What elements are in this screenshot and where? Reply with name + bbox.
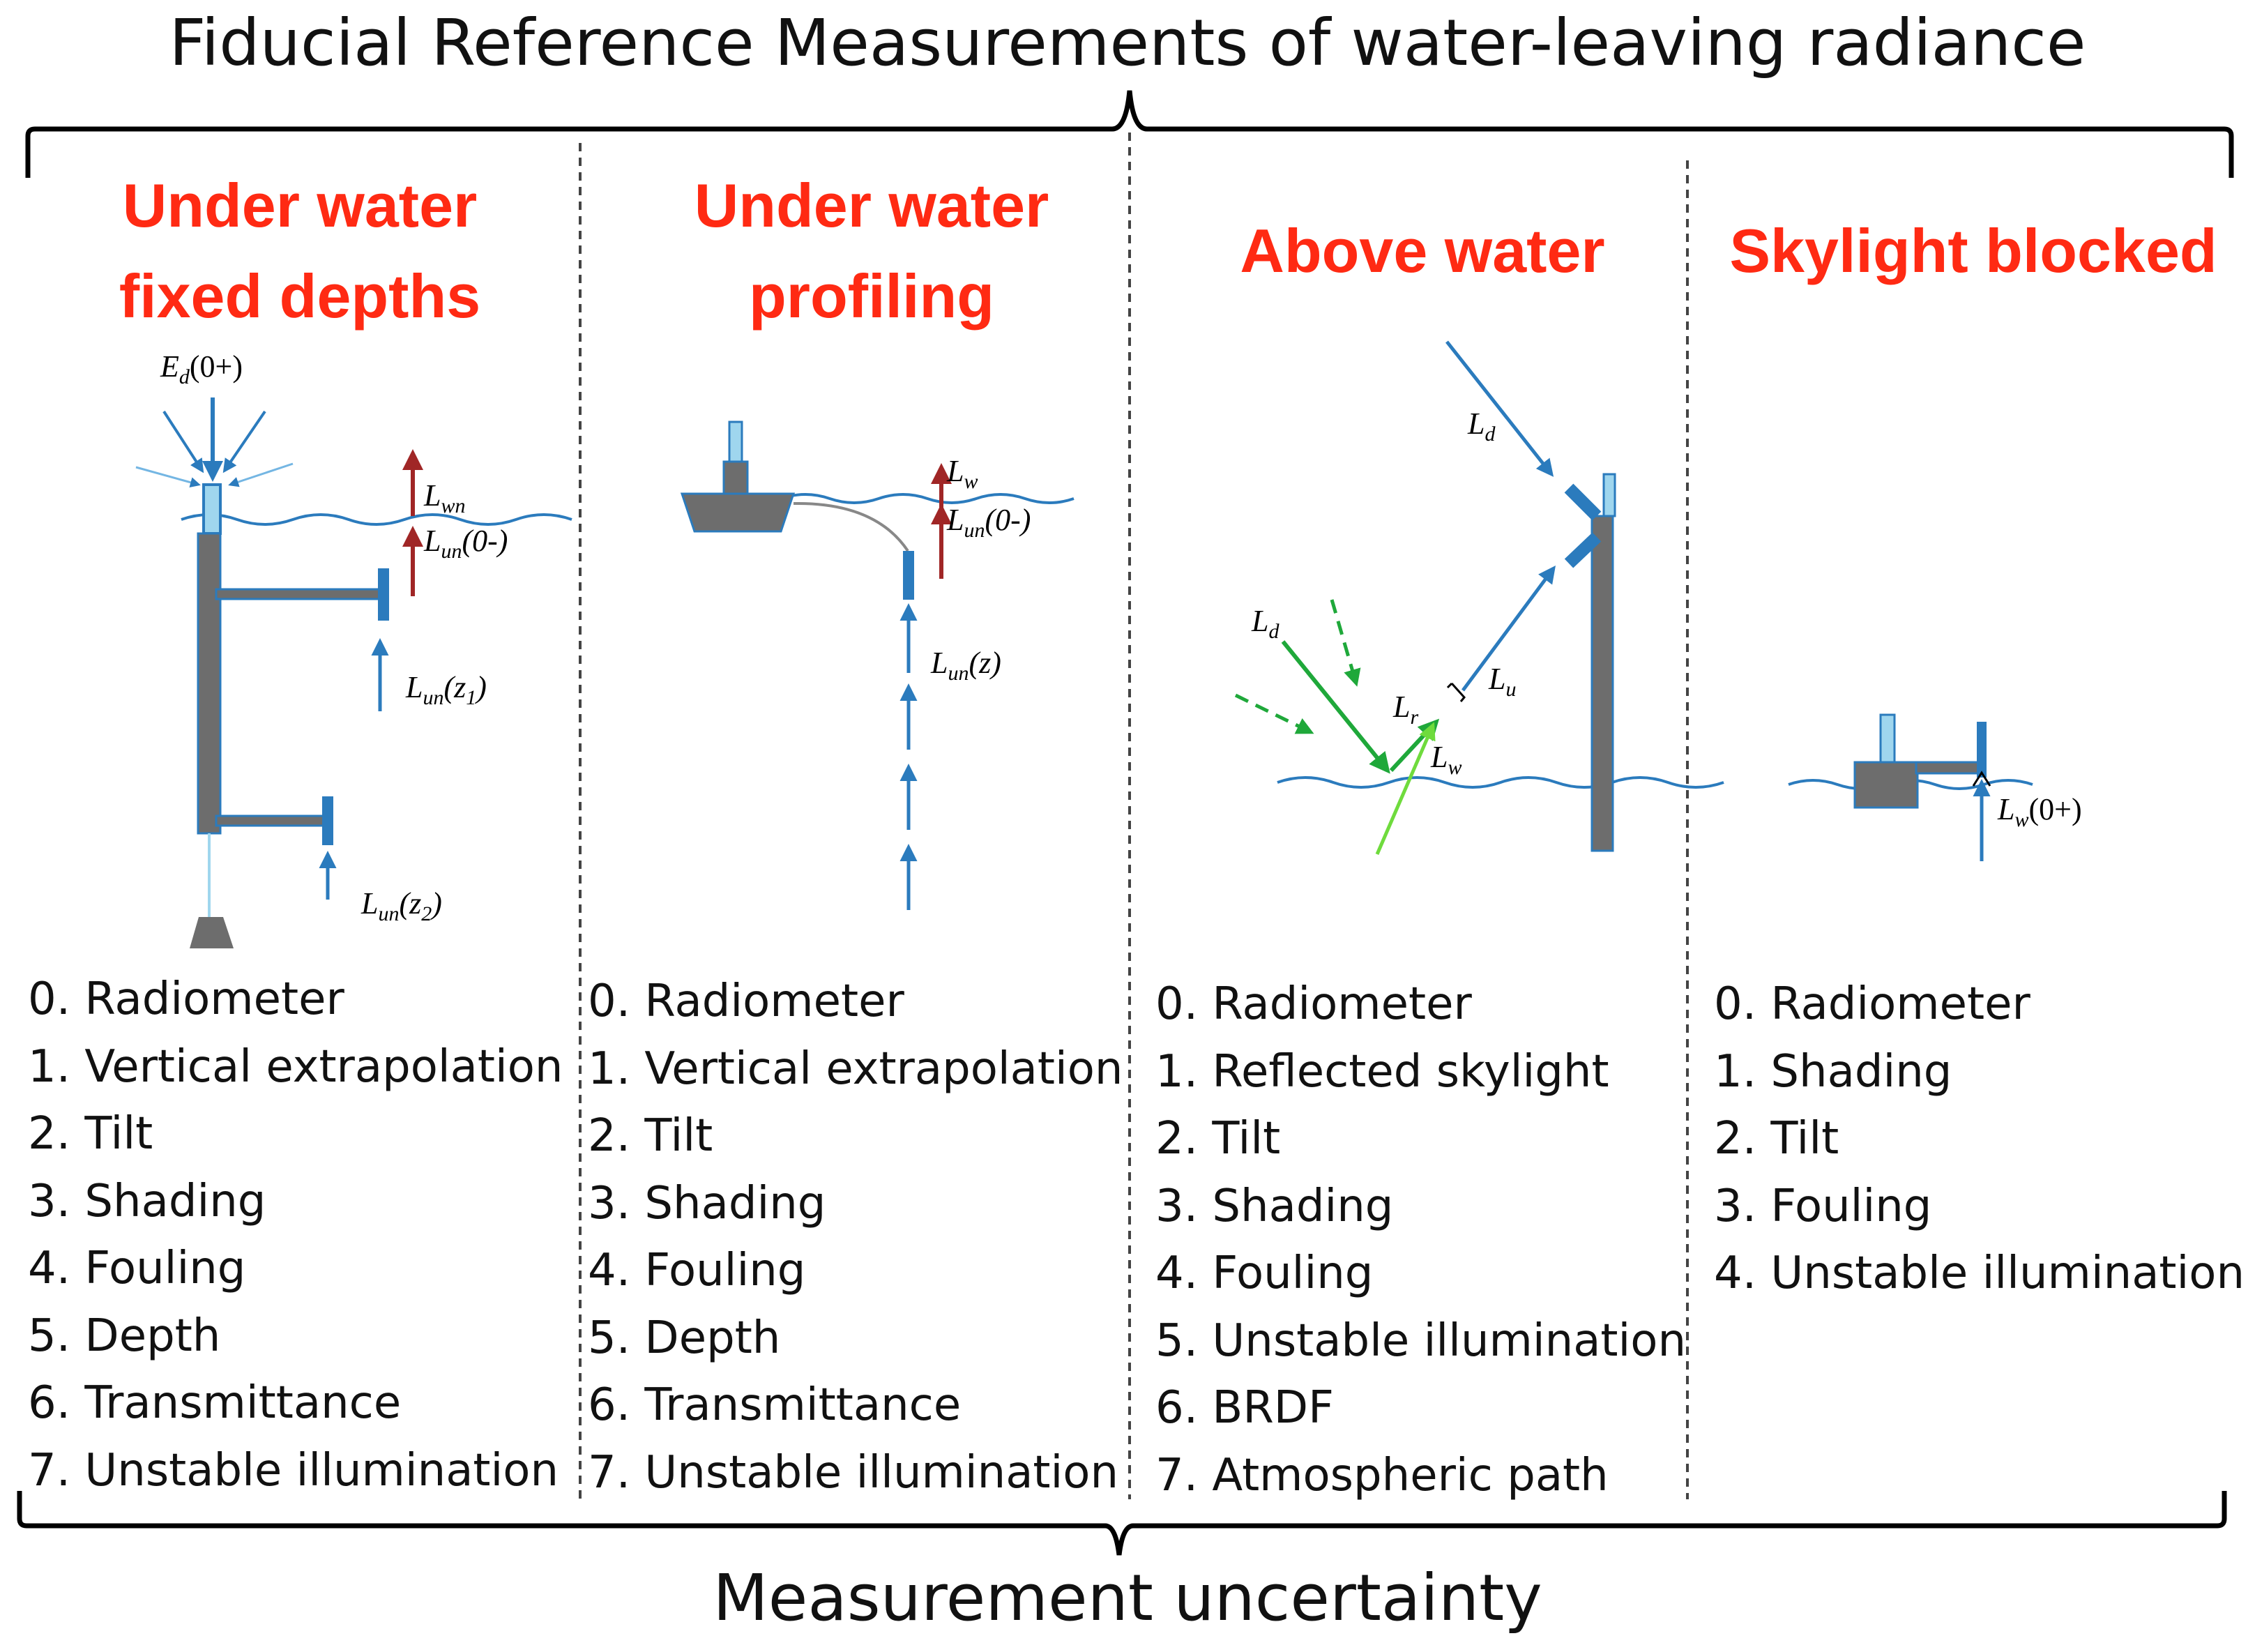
list-item: 2. Tilt bbox=[28, 1108, 153, 1160]
svg-text:Lun(z1): Lun(z1) bbox=[405, 670, 487, 709]
list-item: 2. Tilt bbox=[1155, 1113, 1281, 1165]
col-title-line: Above water bbox=[1240, 216, 1605, 285]
col-title-line: Skylight blocked bbox=[1729, 216, 2217, 285]
cable bbox=[793, 501, 909, 552]
uncertainty-list-profiling: 0. Radiometer 1. Vertical extrapolation … bbox=[588, 968, 1123, 1506]
list-item: 3. Shading bbox=[1155, 1180, 1394, 1232]
top-brace bbox=[25, 90, 2234, 178]
list-item: 1. Vertical extrapolation bbox=[28, 1040, 563, 1093]
list-item: 6. BRDF bbox=[1155, 1382, 1334, 1434]
list-item: 6. Transmittance bbox=[28, 1377, 402, 1429]
main-title: Fiducial Reference Measurements of water… bbox=[169, 6, 2086, 80]
col-title-line: Under water bbox=[122, 171, 478, 240]
buoy bbox=[680, 492, 796, 533]
above-water-diagram: Ld Ld Lr Lu Lw bbox=[1234, 340, 1724, 855]
blocked-sensor bbox=[1977, 722, 1987, 778]
svg-text:Lun(z): Lun(z) bbox=[930, 646, 1001, 685]
col-title-line: Under water bbox=[694, 171, 1049, 240]
list-item: 7. Unstable illumination bbox=[28, 1444, 559, 1496]
list-item: 5. Depth bbox=[28, 1310, 221, 1362]
svg-text:Lwn: Lwn bbox=[423, 478, 466, 517]
list-item: 1. Shading bbox=[1714, 1045, 1952, 1098]
svg-text:Lun(0-): Lun(0-) bbox=[946, 503, 1031, 542]
bottom-title: Measurement uncertainty bbox=[713, 1561, 1542, 1635]
svg-text:Lun(0-): Lun(0-) bbox=[423, 524, 508, 563]
uncertainty-list-fixed: 0. Radiometer 1. Vertical extrapolation … bbox=[28, 966, 563, 1504]
list-item: 5. Depth bbox=[588, 1312, 781, 1364]
mooring-pole bbox=[197, 532, 222, 835]
top-radiometer bbox=[202, 483, 222, 535]
list-item: 7. Atmospheric path bbox=[1155, 1449, 1609, 1501]
svg-text:Lun(z2): Lun(z2) bbox=[360, 886, 442, 925]
col-title-skylight-blocked: Skylight blocked bbox=[1701, 206, 2245, 296]
svg-text:Lw(0+): Lw(0+) bbox=[1997, 792, 2082, 831]
col-title-under-water-fixed: Under water fixed depths bbox=[56, 160, 544, 342]
bottom-brace bbox=[17, 1491, 2227, 1556]
col-title-under-water-profiling: Under water profiling bbox=[628, 160, 1116, 342]
list-item: 7. Unstable illumination bbox=[588, 1446, 1118, 1499]
list-item: 2. Tilt bbox=[1714, 1113, 1839, 1165]
list-item: 5. Unstable illumination bbox=[1155, 1314, 1686, 1367]
list-item: 1. Vertical extrapolation bbox=[588, 1043, 1123, 1095]
col-title-above-water: Above water bbox=[1185, 206, 1660, 296]
svg-text:Lw: Lw bbox=[1430, 740, 1462, 779]
sky-radiometer bbox=[1602, 473, 1616, 517]
list-item: 0. Radiometer bbox=[1155, 978, 1472, 1030]
svg-text:Lw: Lw bbox=[946, 454, 978, 493]
svg-text:Lu: Lu bbox=[1488, 662, 1516, 701]
svg-text:Lr: Lr bbox=[1392, 690, 1418, 729]
list-item: 0. Radiometer bbox=[28, 973, 344, 1025]
buoy-radiometer bbox=[728, 420, 743, 465]
float-body bbox=[1853, 761, 1919, 809]
sensor-z2 bbox=[322, 796, 333, 845]
radiometer-mount bbox=[1564, 483, 1602, 568]
list-item: 3. Fouling bbox=[1714, 1180, 1932, 1232]
skylight-blocked-diagram: Lw(0+) bbox=[1788, 713, 2082, 861]
list-item: 0. Radiometer bbox=[1714, 978, 2030, 1030]
svg-text:Ld: Ld bbox=[1467, 407, 1496, 446]
col-title-line: profiling bbox=[749, 262, 994, 331]
profiler bbox=[903, 551, 914, 600]
list-item: 1. Reflected skylight bbox=[1155, 1045, 1609, 1098]
list-item: 4. Unstable illumination bbox=[1714, 1248, 2245, 1299]
water-surface bbox=[181, 513, 572, 526]
list-item: 4. Fouling bbox=[588, 1245, 806, 1296]
col-title-line: fixed depths bbox=[119, 262, 481, 331]
anchor bbox=[190, 917, 234, 948]
list-item: 4. Fouling bbox=[28, 1243, 246, 1294]
list-item: 3. Shading bbox=[588, 1177, 826, 1229]
uncertainty-list-above: 0. Radiometer 1. Reflected skylight 2. T… bbox=[1155, 971, 1686, 1509]
mast bbox=[1590, 515, 1614, 852]
list-item: 2. Tilt bbox=[588, 1110, 713, 1162]
list-item: 3. Shading bbox=[28, 1175, 266, 1227]
list-item: 6. Transmittance bbox=[588, 1379, 962, 1431]
svg-text:Ld: Ld bbox=[1251, 604, 1280, 643]
sensor-z1 bbox=[378, 568, 389, 621]
list-item: 4. Fouling bbox=[1155, 1248, 1374, 1299]
sensor-fov bbox=[1446, 682, 1466, 702]
uncertainty-list-skylight: 0. Radiometer 1. Shading 2. Tilt 3. Foul… bbox=[1714, 971, 2245, 1308]
fixed-depths-diagram: Ed(0+) Lwn Lun(0-) Lun(z1) Lun(z2) bbox=[135, 349, 572, 948]
water-surface bbox=[1277, 776, 1724, 789]
list-item: 0. Radiometer bbox=[588, 976, 904, 1027]
profiling-diagram: Lw Lun(0-) Lun(z) bbox=[680, 420, 1075, 910]
float-radiometer bbox=[1879, 713, 1896, 765]
svg-text:Ed(0+): Ed(0+) bbox=[160, 349, 243, 388]
